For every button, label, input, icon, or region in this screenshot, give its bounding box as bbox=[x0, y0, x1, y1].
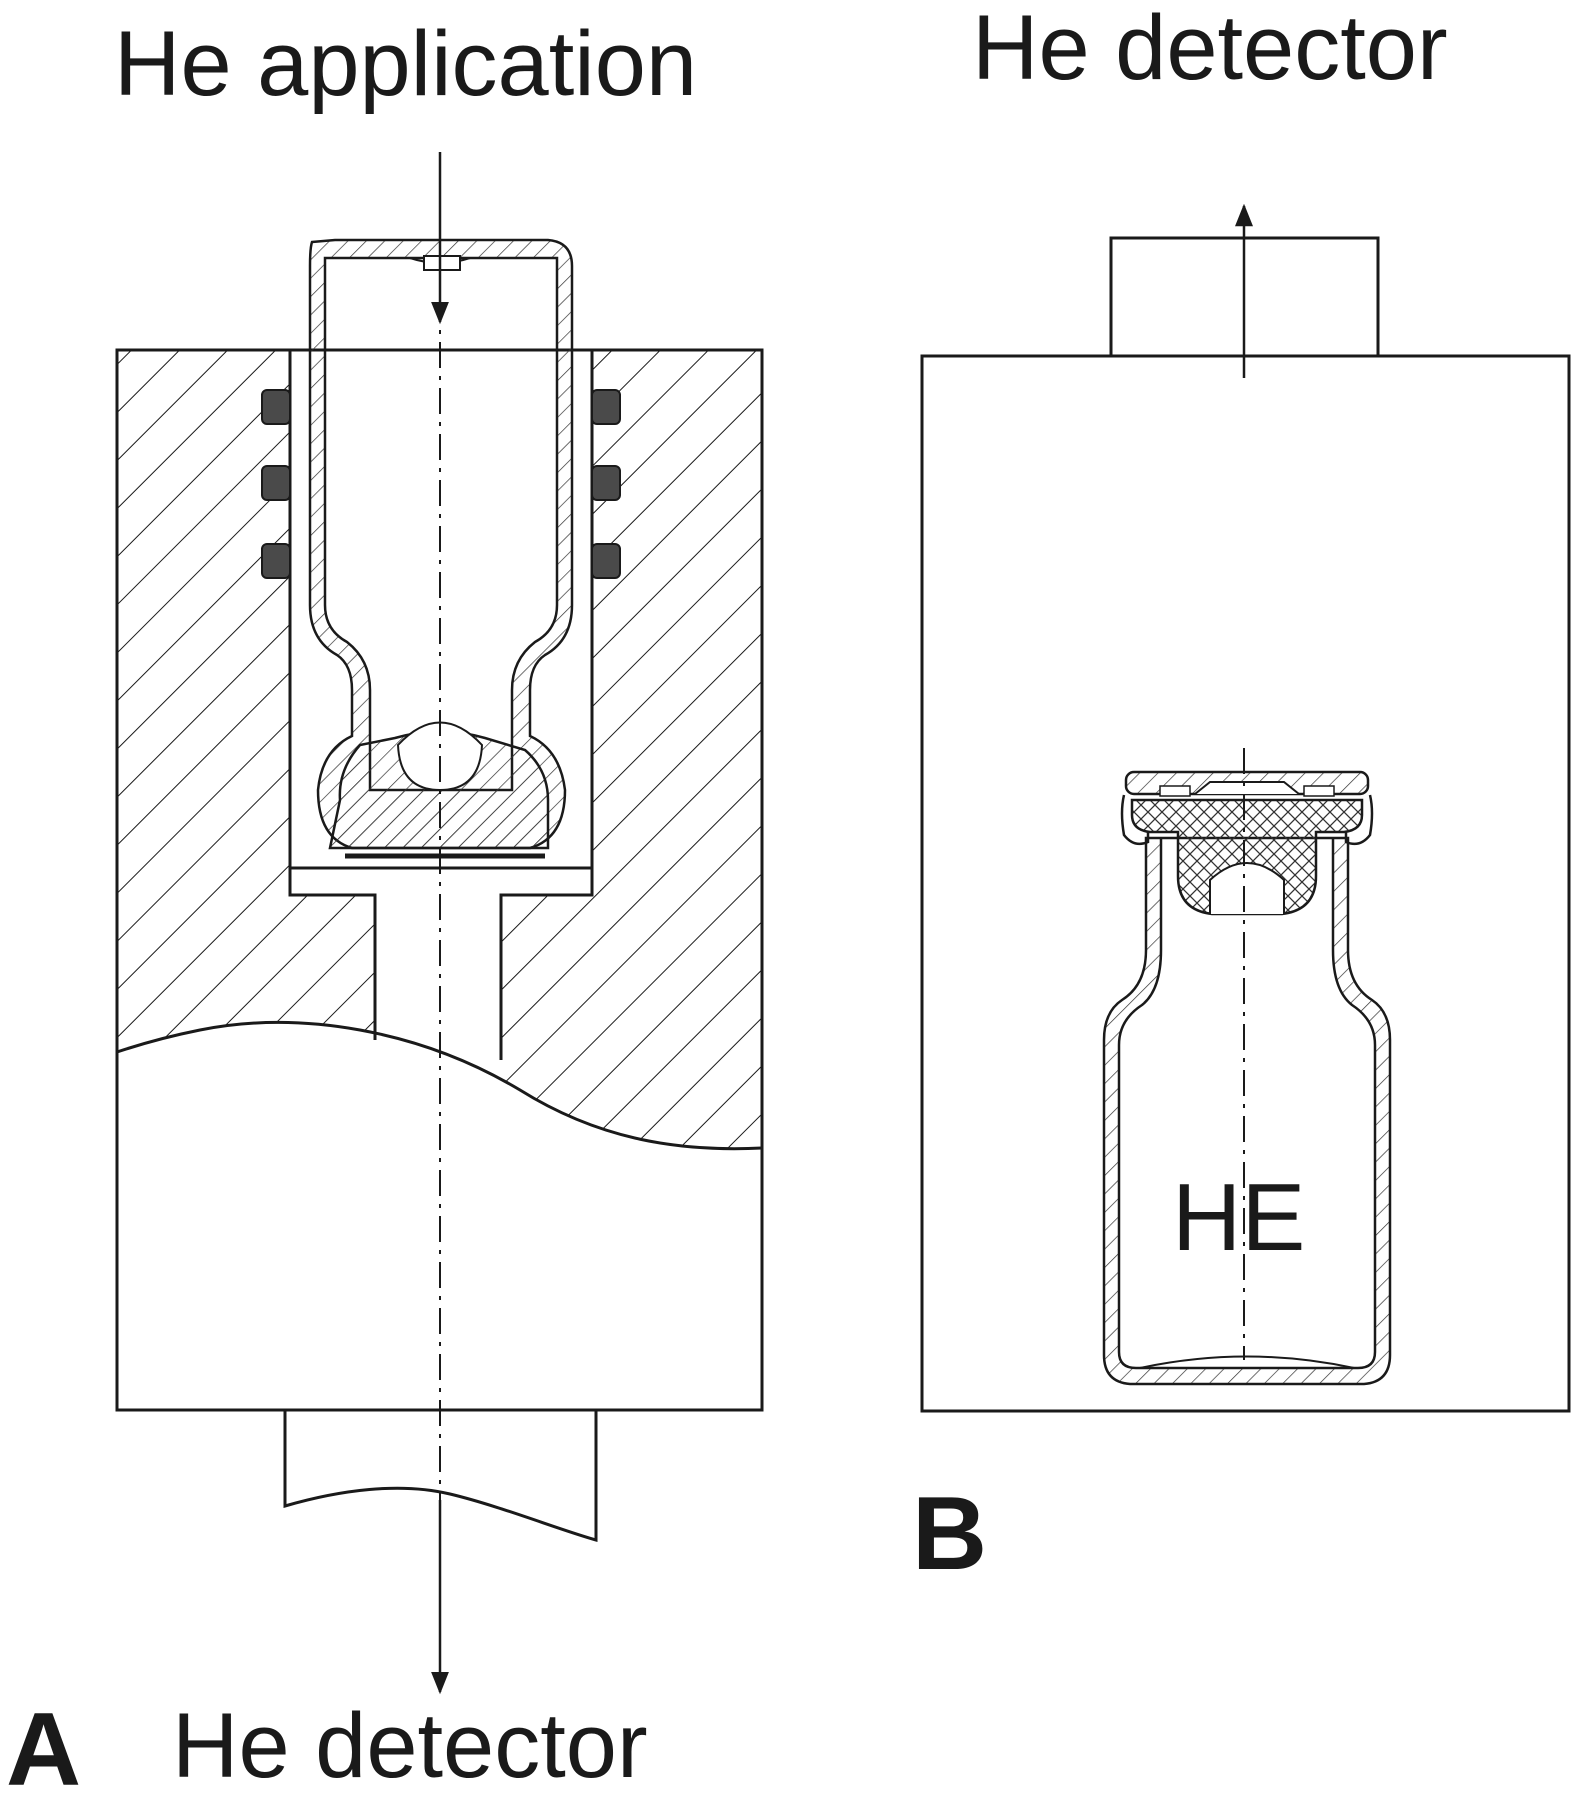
panel-a bbox=[115, 152, 764, 1695]
panel-b-detector-label: He detector bbox=[972, 0, 1448, 99]
panel-b-letter: B bbox=[912, 1476, 988, 1592]
vacuum-chamber bbox=[920, 354, 1571, 1413]
break-line bbox=[116, 1021, 763, 1151]
panel-a-letter: A bbox=[6, 1692, 82, 1808]
vial-he-label: HE bbox=[1172, 1164, 1306, 1271]
o-rings bbox=[261, 389, 621, 579]
panel-a-detector-label: He detector bbox=[172, 1695, 648, 1797]
panel-b bbox=[920, 203, 1571, 1413]
inverted-vial bbox=[308, 238, 574, 859]
outlet-pipe bbox=[283, 1410, 598, 1542]
he-application-label: He application bbox=[114, 13, 698, 115]
upright-vial bbox=[1102, 770, 1392, 1386]
